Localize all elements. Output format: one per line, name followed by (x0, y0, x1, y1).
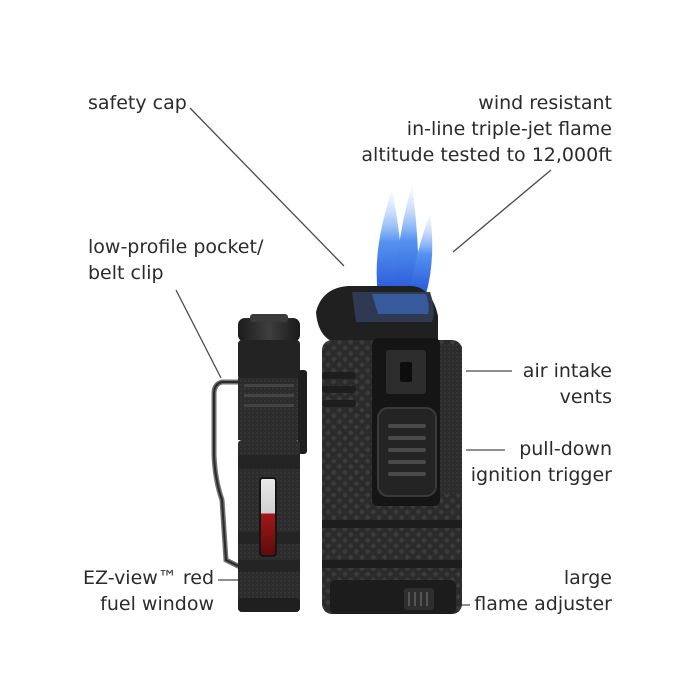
callout-flame: wind resistant in-line triple-jet flame … (361, 92, 612, 166)
fuel-window (259, 477, 277, 557)
leader-flame (452, 169, 552, 253)
callout-clip: low-profile pocket/ belt clip (88, 236, 264, 284)
flame (376, 186, 433, 294)
callout-vents: air intake vents (522, 360, 612, 408)
callout-adjuster: large flame adjuster (474, 567, 612, 615)
callout-trigger: pull-down ignition trigger (470, 438, 612, 486)
small-lighter (211, 314, 307, 612)
large-lighter (316, 286, 462, 614)
belt-clip (211, 379, 241, 569)
leader-lines (175, 107, 552, 606)
leader-safety-cap (189, 107, 345, 267)
callout-window: EZ-view™ red fuel window (83, 567, 214, 615)
callout-safety-cap: safety cap (88, 92, 187, 114)
leader-clip (175, 289, 222, 379)
